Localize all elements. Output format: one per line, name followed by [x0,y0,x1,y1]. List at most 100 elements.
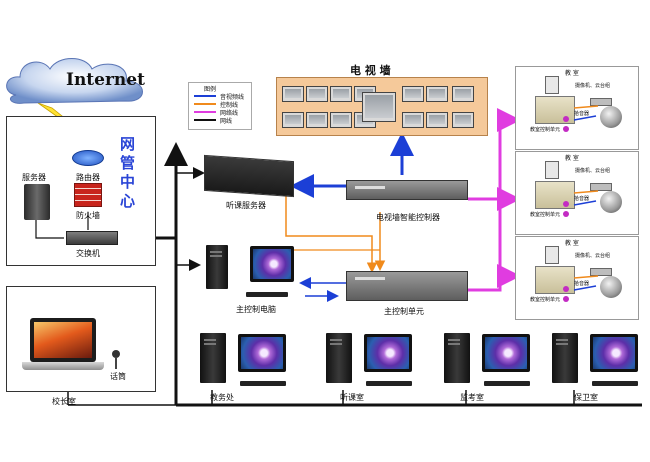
pickup-icon [563,116,569,122]
video-wall-screen [282,112,304,128]
legend-box [188,82,252,130]
camera-dome-icon [600,106,622,128]
pickup-icon [563,296,569,302]
video-wall-screen [426,86,448,102]
camera-label: 摄像机、云台组 [575,253,611,259]
main-pc-monitor-icon [250,246,294,282]
legend-item-label: 网线 [220,118,233,125]
speaker-icon [545,161,559,179]
video-wall-main-screen [362,92,396,122]
workstation-tower-icon [200,333,226,383]
legend-item-label: 音视频线 [220,94,245,101]
workstation-monitor-icon [238,334,286,372]
workstation-keyboard-icon [240,381,286,386]
pickup-icon [563,211,569,217]
workstation-label: 保卫室 [574,393,598,402]
main-pc-label: 主控制电脑 [236,305,276,314]
main-pc-tower-icon [206,245,228,289]
workstation-monitor-icon [590,334,638,372]
classroom-control-unit-label: 教室控制单元 [530,212,561,218]
classroom-control-box-icon [535,181,575,209]
router-label: 路由器 [76,173,100,182]
microphone-stand-icon [115,357,117,369]
listen-server-icon [204,154,294,198]
wall-controller-icon [346,180,468,200]
classroom-control-box-icon [535,96,575,124]
legend-swatch [194,119,216,121]
laptop-icon [30,318,96,362]
video-wall-screen [452,112,474,128]
camera-dome-icon [600,191,622,213]
center-internal-links [35,212,89,239]
classroom-panel [515,236,639,320]
workstation-tower-icon [326,333,352,383]
workstation-keyboard-icon [366,381,412,386]
router-icon [72,150,104,166]
video-wall-screen [452,86,474,102]
video-wall-screen [402,112,424,128]
server-icon [24,184,50,220]
legend-title: 图例 [204,86,217,93]
camera-bracket-icon [590,98,612,106]
legend-swatch [194,95,216,97]
pickup-icon [563,201,569,207]
camera-bracket-icon [590,268,612,276]
classroom-control-unit-label: 教室控制单元 [530,127,561,133]
workstation-tower-icon [444,333,470,383]
pickup-label: 拾音器 [574,196,590,202]
camera-bracket-icon [590,183,612,191]
classroom-control-unit-label: 教室控制单元 [530,297,561,303]
microphone-label: 话筒 [110,372,126,381]
laptop-base-icon [22,362,104,370]
video-wall-screen [330,112,352,128]
classroom-title: 教 室 [565,70,579,77]
main-pc-keyboard-icon [246,292,288,297]
classroom-panel [515,66,639,150]
video-wall-screen [330,86,352,102]
workstation-keyboard-icon [484,381,530,386]
principal-office-label: 校长室 [52,397,76,406]
network-center-title: 网 管 中 心 [120,135,136,210]
workstation-label: 监考室 [460,393,484,402]
pickup-icon [563,286,569,292]
video-wall-screen [426,112,448,128]
speaker-icon [545,246,559,264]
workstation-monitor-icon [482,334,530,372]
switch-label: 交换机 [76,249,100,258]
legend-item-label: 网络线 [220,110,239,117]
listen-server-label: 听课服务器 [226,201,266,210]
classroom-control-box-icon [535,266,575,294]
classroom-title: 教 室 [565,240,579,247]
video-wall-screen [306,86,328,102]
video-wall-screen [306,112,328,128]
server-label: 服务器 [22,173,46,182]
legend-swatch [194,111,216,113]
workstation-label: 听课室 [340,393,364,402]
pickup-label: 拾音器 [574,281,590,287]
main-unit-icon [346,271,468,301]
camera-dome-icon [600,276,622,298]
video-wall-title: 电 视 墙 [350,64,391,77]
main-unit-label: 主控制单元 [384,307,424,316]
workstation-monitor-icon [364,334,412,372]
classroom-panel [515,151,639,235]
video-wall-screen [282,86,304,102]
workstation-tower-icon [552,333,578,383]
microphone-icon [112,350,120,358]
firewall-icon [74,183,102,207]
camera-label: 摄像机、云台组 [575,83,611,89]
wall-controller-label: 电视墙智能控制器 [376,213,440,222]
pickup-label: 拾音器 [574,111,590,117]
internet-cloud [6,58,143,104]
camera-label: 摄像机、云台组 [575,168,611,174]
workstation-label: 教务处 [210,393,234,402]
pickup-icon [563,126,569,132]
classroom-title: 教 室 [565,155,579,162]
workstation-keyboard-icon [592,381,638,386]
legend-swatch [194,103,216,105]
legend-item-label: 控制线 [220,102,239,109]
speaker-icon [545,76,559,94]
internet-label: Internet [66,70,145,90]
switch-icon [66,231,118,245]
